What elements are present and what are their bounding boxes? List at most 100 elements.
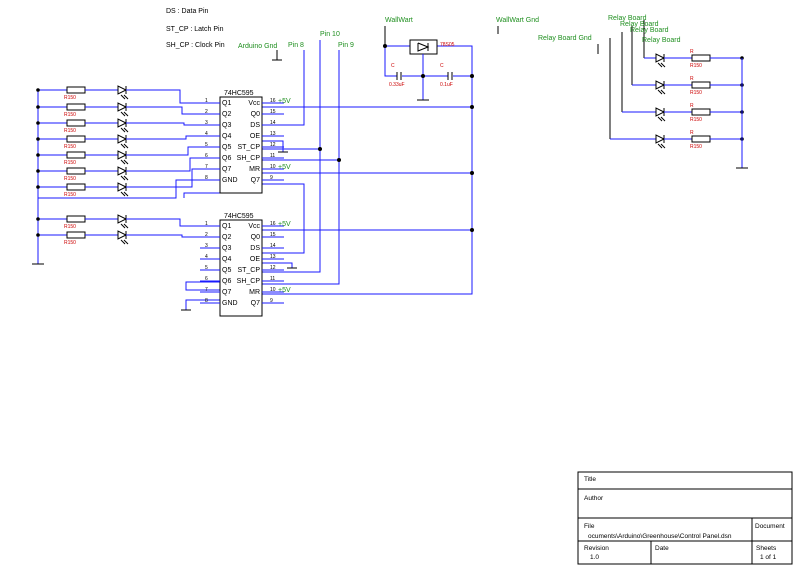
relay-resistor-ref: R — [690, 103, 694, 109]
ic-left-pin-name: Q3 — [222, 122, 231, 129]
ic-left-pin-name: Q3 — [222, 245, 231, 252]
ic-right-pin-num: 14 — [270, 120, 276, 126]
led-icon — [117, 85, 128, 95]
net-wallwart: WallWart — [385, 17, 413, 24]
led-icon — [117, 166, 128, 176]
ic-right-pin-num: 9 — [270, 175, 273, 181]
ic-left-pin-name: Q1 — [222, 100, 231, 107]
relay-led-icon — [655, 53, 666, 63]
led-icon — [117, 214, 128, 224]
ic-right-pin-num: 16 — [270, 98, 276, 104]
ic-left-pin-num: 1 — [205, 98, 208, 104]
net-relay-board-3: Relay Board — [630, 27, 669, 34]
ic-right-pin-name: ST_CP — [237, 144, 260, 151]
ic-right-pin-name: Vcc — [248, 223, 260, 230]
resistor — [66, 119, 86, 127]
ic-right-pin-name: OE — [250, 256, 260, 263]
ic-right-pin-num: 13 — [270, 131, 276, 137]
ic-right-pin-name: SH_CP — [237, 278, 261, 285]
tb-revision-value: 1.0 — [590, 554, 599, 561]
ic-right-pin-num: 11 — [270, 153, 275, 159]
ic-right-pin-name: SH_CP — [237, 155, 261, 162]
relay-resistor-value: R150 — [690, 144, 702, 150]
resistor-label: R150 — [64, 95, 76, 101]
resistor — [66, 86, 86, 94]
led-row: R150 — [36, 214, 200, 230]
ic-right-pin-name: Q7 — [251, 177, 260, 184]
relay-resistor-ref: R — [690, 76, 694, 82]
ic-right-pin-num: 12 — [270, 265, 276, 271]
ic-right-pin-num: 14 — [270, 243, 276, 249]
resistor — [66, 215, 86, 223]
ic-left-pin-name: GND — [222, 177, 238, 184]
ic-left-pin-num: 6 — [205, 153, 208, 159]
resistor — [66, 151, 86, 159]
ic-left-pin-name: Q2 — [222, 111, 231, 118]
note-sh-cp: SH_CP : Clock Pin — [166, 42, 225, 49]
ic-right-pin-num: 13 — [270, 254, 276, 260]
ic2-wiring — [38, 179, 220, 311]
regulator — [409, 39, 438, 55]
resistor-label: R150 — [64, 144, 76, 150]
resistor-label: R150 — [64, 240, 76, 246]
tb-revision-label: Revision — [584, 545, 609, 552]
ic-right-pin-num: 15 — [270, 232, 276, 238]
relay-labels: Relay Board Gnd Relay Board Relay Board … — [538, 15, 748, 169]
led-row: R150 — [36, 118, 200, 134]
ic-left-pin-num: 2 — [205, 109, 208, 115]
tb-author-label: Author — [584, 495, 604, 502]
ic-right-pin-num: 9 — [270, 298, 273, 304]
led-row: R150 — [36, 168, 200, 198]
ic-right-pin-name: OE — [250, 133, 260, 140]
relay-resistor-ref: R — [690, 130, 694, 136]
cap2-value: 0.1uF — [440, 82, 453, 88]
ic-left-pin-num: 5 — [205, 142, 208, 148]
ic-left-pin-num: 2 — [205, 232, 208, 238]
bus-wires — [262, 105, 474, 295]
resistor-label: R150 — [64, 192, 76, 198]
relay-resistor — [691, 54, 711, 62]
net-plus5v-vcc: +5V — [278, 98, 291, 105]
resistor — [66, 135, 86, 143]
ic-left-pin-name: Q7 — [222, 166, 231, 173]
net-plus5v-mr: +5V — [278, 164, 291, 171]
ic-left-pin-num: 4 — [205, 131, 208, 137]
ic-left-pin-num: 8 — [205, 175, 208, 181]
tb-file-value: ocuments\Arduino\Greenhouse\Control Pane… — [588, 533, 732, 540]
resistor — [66, 183, 86, 191]
led-row: R150 — [36, 146, 200, 166]
net-plus5v-vcc: +5V — [278, 221, 291, 228]
net-relay-board-4: Relay Board — [642, 37, 681, 44]
note-ds: DS : Data Pin — [166, 8, 209, 15]
ic-right-pin-num: 10 — [270, 164, 276, 170]
ic-left-pin-num: 3 — [205, 120, 208, 126]
ic-left-pin-num: 7 — [205, 164, 208, 170]
ic-name: 74HC595 — [224, 90, 254, 97]
resistor-label: R150 — [64, 160, 76, 166]
ic-right-pin-num: 10 — [270, 287, 276, 293]
relay-led-icon — [655, 107, 666, 117]
cap1-ref: C — [391, 63, 395, 69]
ic-left-pin-name: Q5 — [222, 144, 231, 151]
ic-left-pin-num: 7 — [205, 287, 208, 293]
cap2-ref: C — [440, 63, 444, 69]
ic-right-pin-name: ST_CP — [237, 267, 260, 274]
tb-title-label: Title — [584, 476, 596, 483]
led-row: R150 — [36, 102, 200, 118]
tb-file-label: File — [584, 523, 595, 530]
ic-left-pin-name: Q6 — [222, 155, 231, 162]
ic-left-pin-name: Q5 — [222, 267, 231, 274]
resistor — [66, 231, 86, 239]
ic-left-pin-num: 4 — [205, 254, 208, 260]
cap1-value: 0.33uF — [389, 82, 405, 88]
ic-left-pin-num: 5 — [205, 265, 208, 271]
regulator-label: 78S05 — [440, 42, 455, 48]
net-relay-gnd: Relay Board Gnd — [538, 35, 592, 42]
ic-right-pin-num: 11 — [270, 276, 275, 282]
net-pin8: Pin 8 — [288, 42, 304, 49]
